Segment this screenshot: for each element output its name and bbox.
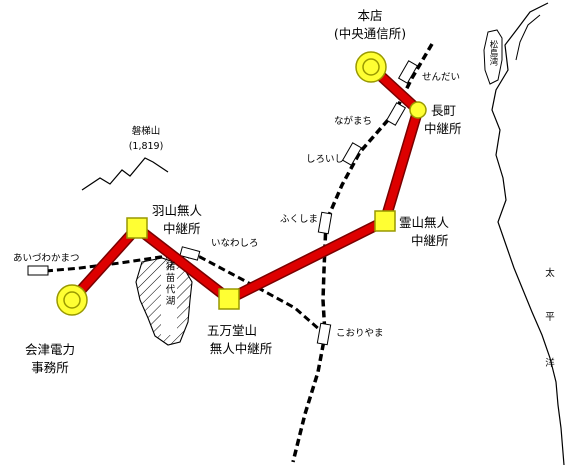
node-hayama (126, 217, 148, 239)
label-station-inawashiro: いなわしろ (211, 238, 259, 249)
coastline-inner (515, 14, 541, 61)
relay-route-outline (67, 62, 424, 305)
station-fukushima (317, 211, 333, 235)
relay-route (69, 64, 422, 303)
lake-label-bg (161, 269, 177, 335)
label-hayama-1: 羽山無人 (152, 203, 203, 218)
station-inawashiro (179, 246, 201, 261)
label-station-nagamachi: ながまち (334, 115, 372, 127)
matsushima-bay (483, 29, 503, 85)
label-aizu-1: 会津電力 (25, 342, 75, 357)
label-bay: 松島湾 (488, 39, 498, 66)
label-nagamachi-2: 中継所 (424, 121, 462, 136)
node-aizu (56, 284, 88, 316)
station-shiroishi (341, 142, 363, 166)
station-aizuwakamatsu (27, 265, 49, 276)
node-reizan (374, 210, 396, 232)
label-mountain-name: 磐梯山 (132, 125, 161, 137)
station-nagamachi (385, 102, 407, 126)
station-sendai (397, 60, 419, 84)
label-gomando-1: 五万堂山 (207, 323, 257, 338)
node-gomando (218, 288, 240, 310)
label-honten-1: 本店 (357, 8, 382, 23)
label-reizan-2: 中継所 (411, 233, 449, 248)
label-nagamachi-1: 長町 (431, 103, 456, 118)
node-honten (355, 51, 387, 83)
label-aizu-2: 事務所 (31, 360, 69, 375)
label-hayama-2: 中継所 (163, 221, 201, 236)
label-station-koriyama: こおりやま (336, 328, 384, 339)
label-reizan-1: 霊山無人 (399, 215, 450, 230)
label-station-aizuwakamatsu: あいづわかまつ (13, 253, 80, 264)
mountain-ridge (81, 157, 169, 191)
label-lake: 猪苗代湖 (164, 260, 176, 307)
rail-banetsu-line (34, 255, 321, 332)
label-gomando-2: 無人中継所 (210, 341, 273, 356)
label-ocean-3: 洋 (545, 357, 555, 369)
label-ocean-2: 平 (545, 312, 555, 323)
label-station-shiroishi: しろいし (306, 154, 344, 165)
station-koriyama (316, 322, 332, 346)
node-nagamachi (409, 101, 427, 119)
label-ocean-1: 太 (545, 267, 555, 279)
coastline (491, 2, 565, 465)
label-station-sendai: せんだい (422, 72, 460, 83)
label-station-fukushima: ふくしま (280, 214, 318, 225)
label-mountain-elevation: (1,819) (129, 141, 164, 152)
label-honten-2: (中央通信所) (334, 26, 406, 41)
